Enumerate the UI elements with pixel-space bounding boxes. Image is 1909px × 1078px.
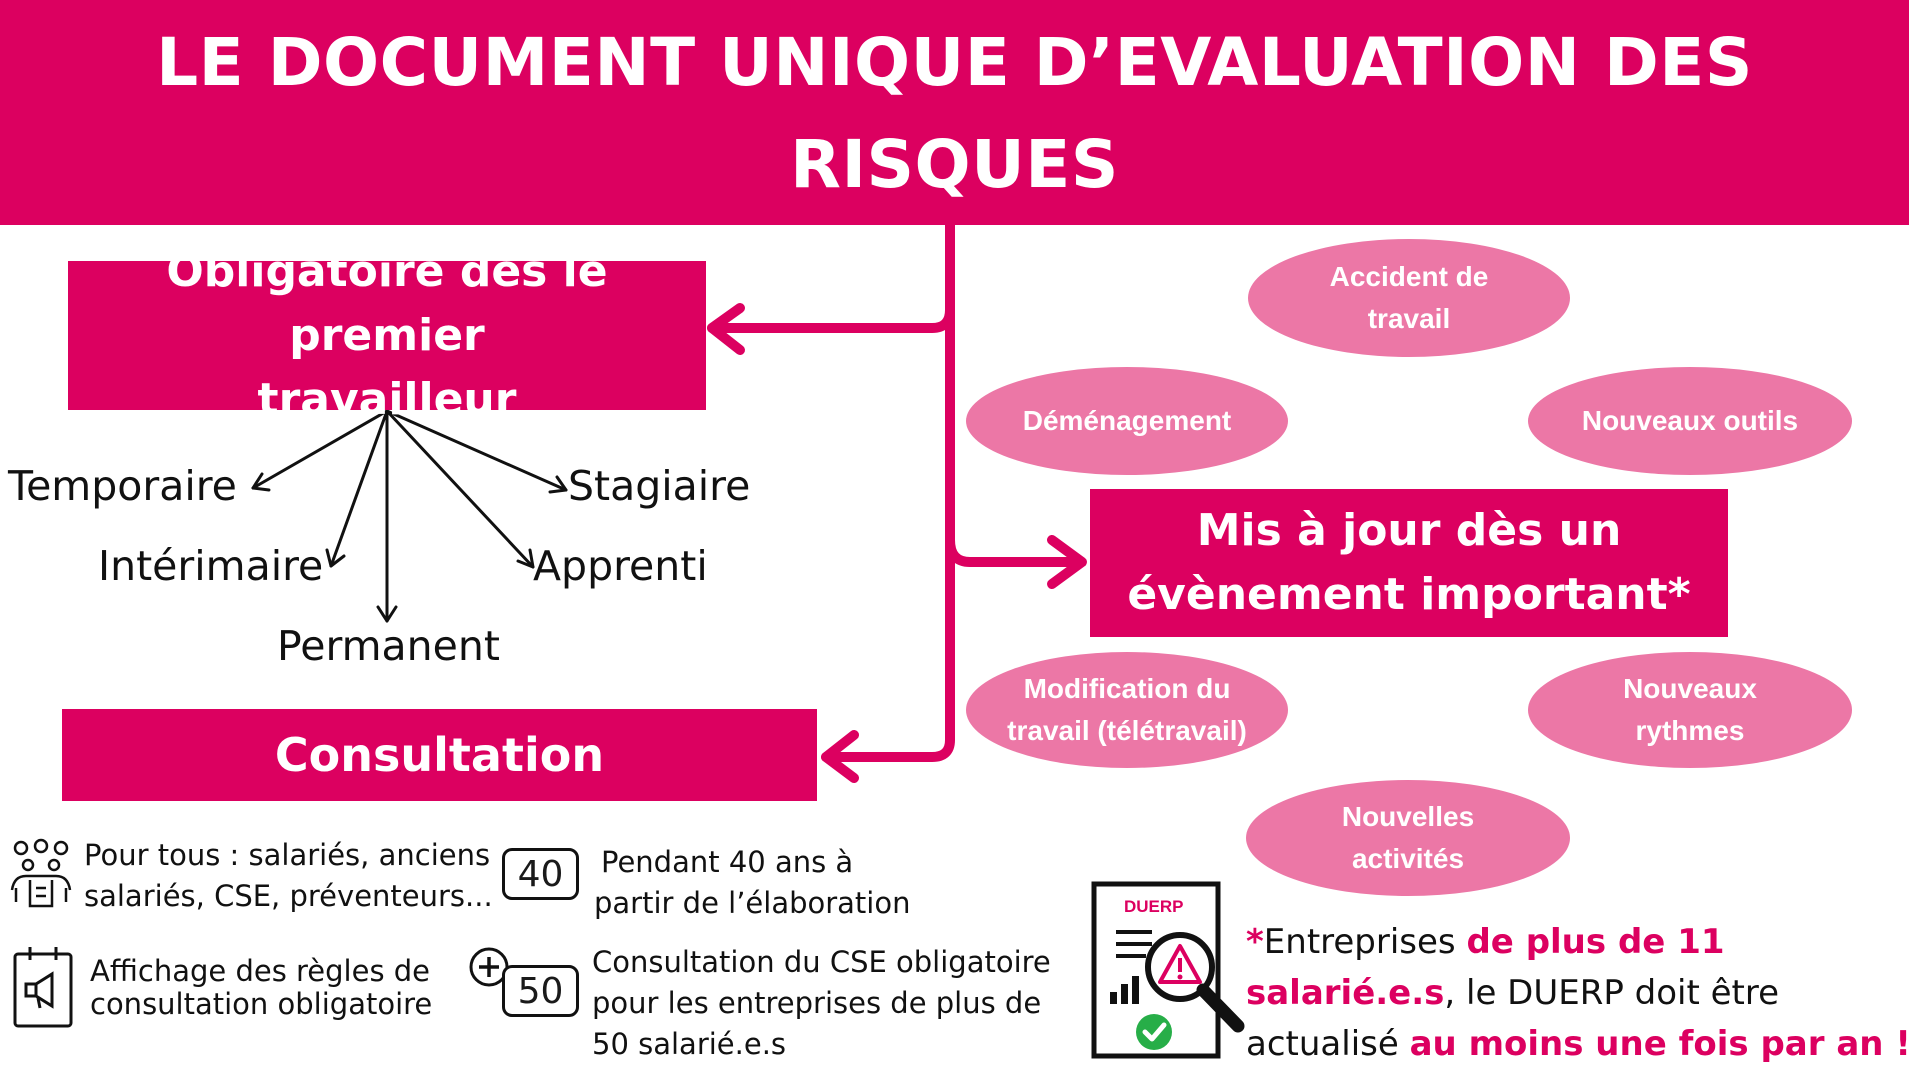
event-demenagement: Déménagement xyxy=(966,367,1288,475)
plus-fifty-number-icon: 50 xyxy=(502,965,579,1017)
consultation-item-cse-line-3: 50 salarié.e.s xyxy=(592,1027,787,1061)
consultation-item-all: Pour tous : salariés, anciens salariés, … xyxy=(84,835,493,917)
consultation-item-cse-line-2: pour les entreprises de plus de xyxy=(592,986,1042,1020)
miseajour-box: Mis à jour dès un évènement important* xyxy=(1090,489,1728,637)
duerp-document-label: DUERP xyxy=(1124,897,1184,916)
note-part-2: , le DUERP doit être xyxy=(1444,973,1780,1013)
consultation-item-display: Affichage des règles de consultation obl… xyxy=(90,955,432,1021)
consultation-item-display-line-2: consultation obligatoire xyxy=(90,987,433,1021)
arrow-interimaire xyxy=(329,409,389,568)
fifty-number: 50 xyxy=(517,970,564,1012)
consultation-label: Consultation xyxy=(274,728,605,782)
event-nouveaux-rythmes: Nouveaux rythmes xyxy=(1528,652,1852,768)
note-highlight-1b: salarié.e.s xyxy=(1246,973,1445,1013)
event-activites-line-1: Nouvelles xyxy=(1341,801,1475,832)
type-interimaire: Intérimaire xyxy=(98,542,324,590)
type-permanent: Permanent xyxy=(277,622,500,670)
obligatoire-line-2: travailleur xyxy=(257,373,517,425)
event-accident-line-1: Accident de xyxy=(1329,261,1489,292)
type-temporaire: Temporaire xyxy=(8,462,237,510)
title-line-1: LE DOCUMENT UNIQUE D’EVALUATION DES RISQ… xyxy=(156,24,1753,203)
event-nouvelles-activites: Nouvelles activités xyxy=(1246,780,1570,896)
event-nouveaux-outils: Nouveaux outils xyxy=(1528,367,1852,475)
event-accident: Accident de travail xyxy=(1248,239,1570,357)
consultation-item-duration-line-1: Pendant 40 ans à xyxy=(601,845,854,879)
note-part-3: actualisé xyxy=(1246,1024,1410,1064)
forty-number: 40 xyxy=(517,853,564,895)
note-line-2: salarié.e.s, le DUERP doit être xyxy=(1246,968,1909,1019)
notice-board-megaphone-icon xyxy=(13,947,73,1028)
note-line-1: *Entreprises de plus de 11 xyxy=(1246,917,1909,968)
consultation-box: Consultation xyxy=(62,709,817,801)
consultation-item-all-line-1: Pour tous : salariés, anciens xyxy=(84,838,491,872)
document-illustration xyxy=(1091,881,1245,1059)
event-modification-line-2: travail (télétravail) xyxy=(1007,715,1247,746)
note-highlight-1a: de plus de 11 xyxy=(1466,922,1725,962)
arrow-apprenti xyxy=(385,409,535,569)
note-line-3: actualisé au moins une fois par an ! xyxy=(1246,1019,1909,1070)
obligatoire-box: Obligatoire dès le premier travailleur xyxy=(68,246,706,425)
event-accident-line-2: travail xyxy=(1367,303,1451,334)
consultation-item-all-line-2: salariés, CSE, préventeurs... xyxy=(84,879,493,913)
arrowhead-obligatoire xyxy=(707,303,745,355)
type-stagiaire: Stagiaire xyxy=(568,462,751,510)
miseajour-line-2: évènement important* xyxy=(1127,569,1691,620)
arrow-temporaire xyxy=(251,409,389,490)
note-part-1: Entreprises xyxy=(1263,922,1467,962)
miseajour-line-1: Mis à jour dès un xyxy=(1196,505,1622,556)
arrowhead-miseajour xyxy=(1047,535,1087,589)
event-rythmes-line-1: Nouveaux xyxy=(1623,673,1757,704)
consultation-item-duration: Pendant 40 ans à partir de l’élaboration xyxy=(594,842,910,924)
consultation-item-duration-line-2: partir de l’élaboration xyxy=(594,886,911,920)
event-modification-line-1: Modification du xyxy=(1023,673,1231,704)
forty-number-icon: 40 xyxy=(502,848,579,900)
branch-miseajour xyxy=(945,535,1083,567)
arrowhead-consultation xyxy=(821,730,859,783)
consultation-item-display-line-1: Affichage des règles de xyxy=(90,954,431,988)
duerp-document-icon: DUERP xyxy=(1090,880,1260,1062)
event-activites-line-2: activités xyxy=(1351,843,1465,874)
event-modification-travail: Modification du travail (télétravail) xyxy=(966,652,1288,768)
type-apprenti: Apprenti xyxy=(533,542,708,590)
people-group-icon xyxy=(10,838,72,908)
event-rythmes-line-2: rythmes xyxy=(1635,715,1745,746)
consultation-item-cse-line-1: Consultation du CSE obligatoire xyxy=(592,945,1051,979)
branch-obligatoire xyxy=(707,305,955,333)
obligatoire-line-1: Obligatoire dès le premier xyxy=(166,245,608,361)
note-star: * xyxy=(1246,922,1264,962)
trunk-line xyxy=(821,220,955,762)
note-highlight-2: au moins une fois par an ! xyxy=(1409,1024,1909,1064)
update-frequency-note: *Entreprises de plus de 11 salarié.e.s, … xyxy=(1246,917,1909,1070)
consultation-item-cse: Consultation du CSE obligatoire pour les… xyxy=(592,942,1051,1065)
arrow-stagiaire xyxy=(385,409,568,492)
event-demenagement-line-1: Déménagement xyxy=(1022,405,1232,436)
event-nouveaux-outils-line-1: Nouveaux outils xyxy=(1581,405,1799,436)
